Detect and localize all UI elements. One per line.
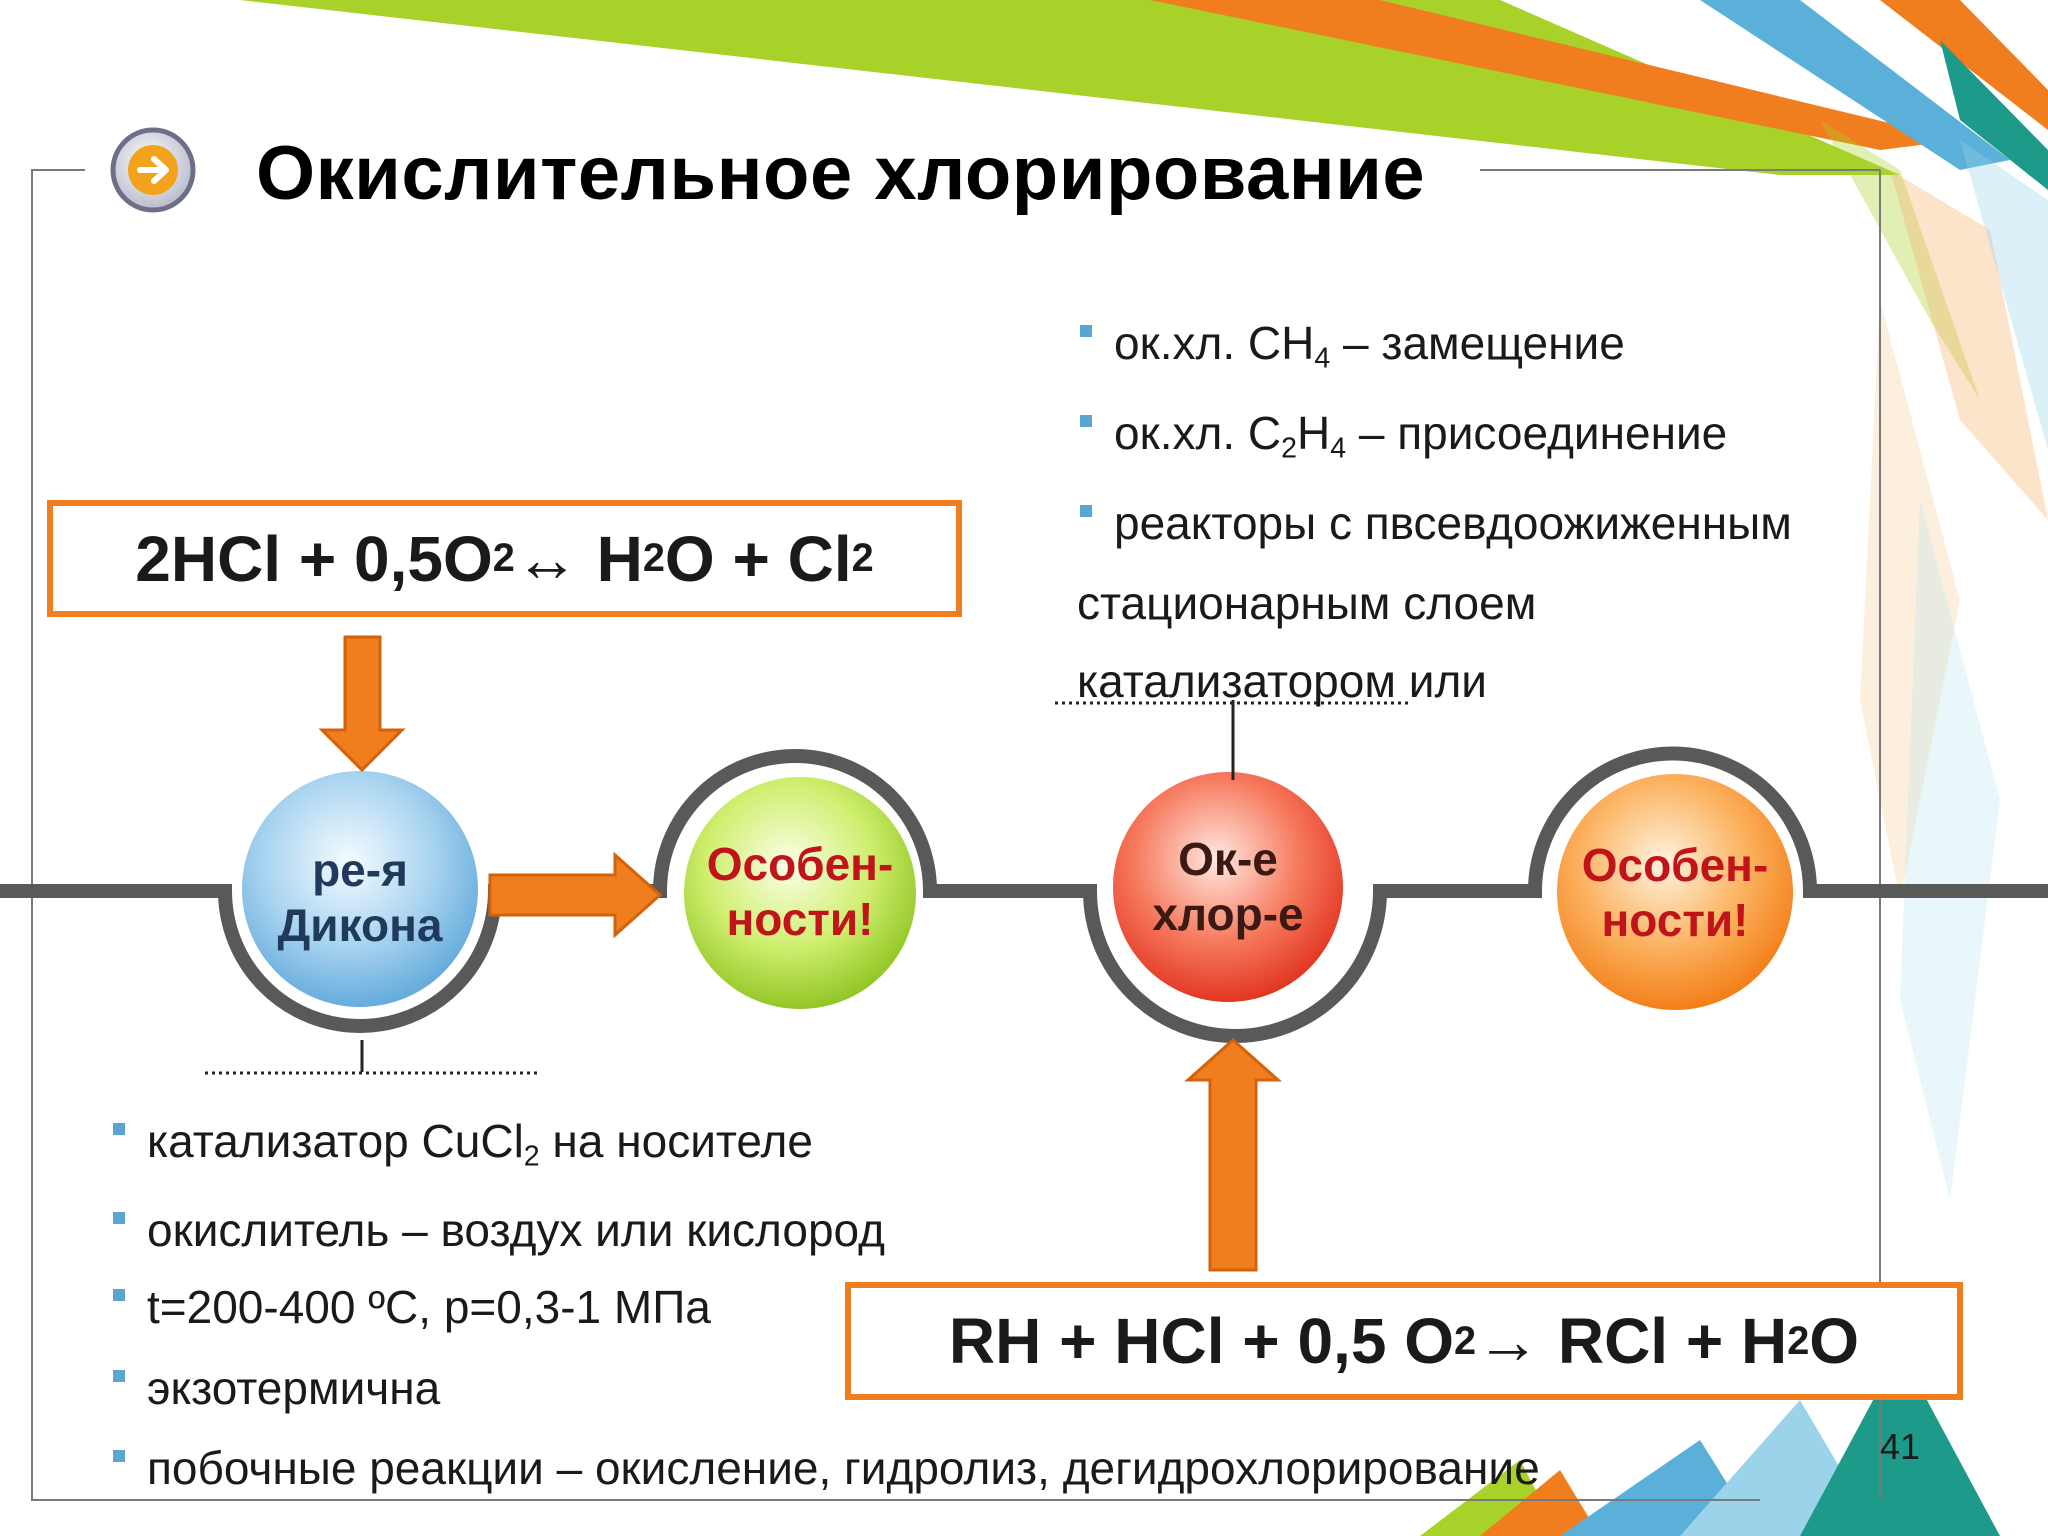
bottom-bullet-3: t=200-400 ºС, р=0,3-1 МПа [113,1284,711,1330]
slide-frame [31,169,1881,1501]
bottom-bullet-4: экзотермична [113,1365,440,1411]
top-bullet-3: реакторы с пвсевдоожиженным [1080,500,1792,546]
bullet-square-icon [113,1123,125,1135]
arrow-right-icon [488,851,663,939]
slide-number: 41 [1880,1426,1921,1467]
bullet-square-icon [1080,415,1092,427]
bullet-square-icon [1080,505,1092,517]
arrow-down-icon [318,635,406,773]
bottom-bullet-2: окислитель – воздух или кислород [113,1207,885,1253]
bullet-square-icon [1080,325,1092,337]
decorative-streaks [240,0,2048,1536]
bullet-square-icon [113,1212,125,1224]
arrow-up-icon [1184,1037,1282,1272]
circle-features-1-label: Особен- ности! [706,838,894,946]
circle-features-2-label: Особен- ности! [1581,839,1769,947]
arrow-bullet-icon [110,127,196,213]
callout-connectors [205,700,1412,1075]
bullet-square-icon [113,1370,125,1382]
top-bullet-2: ок.хл. C2H4 – присоединение [1080,410,1727,463]
bullet-square-icon [113,1289,125,1301]
circle-features-2[interactable] [1557,774,1793,1010]
circle-oxychlorination[interactable] [1113,772,1343,1002]
circle-dikon-label: ре-я Дикона [277,844,443,952]
slide-title: Окислительное хлорирование [256,131,1426,216]
timeline-track [0,746,2048,1043]
top-bullet-1: ок.хл. CH4 – замещение [1080,320,1625,373]
circle-dikon[interactable] [242,771,478,1007]
top-bullet-3-cont-2: катализатором или [1077,655,1487,707]
bottom-bullet-5: побочные реакции – окисление, гидролиз, … [113,1445,1540,1491]
circle-features-1[interactable] [684,777,916,1009]
top-bullet-3-cont-1: стационарным слоем [1077,577,1537,629]
bullet-square-icon [113,1450,125,1462]
circle-oxychlorination-label: Ок-е хлор-е [1152,833,1304,941]
bottom-bullet-1: катализатор CuCl2 на носителе [113,1118,813,1171]
